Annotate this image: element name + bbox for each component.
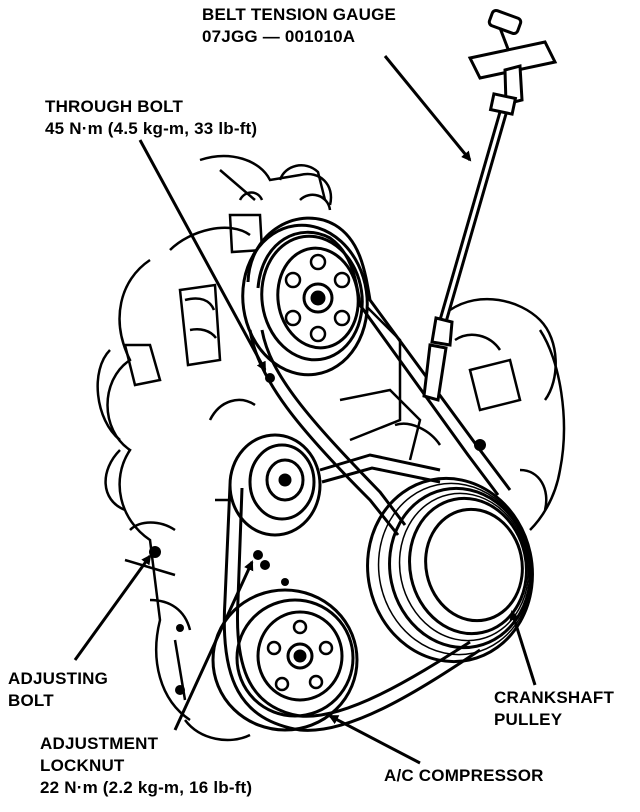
ac-compressor-line1: A/C COMPRESSOR bbox=[384, 766, 544, 785]
belt-tension-gauge-title: BELT TENSION GAUGE bbox=[202, 5, 397, 24]
adjustment-locknut-line1: ADJUSTMENT bbox=[40, 734, 159, 753]
adjustment-locknut-line2: LOCKNUT bbox=[40, 756, 125, 775]
adjusting-bolt-line2: BOLT bbox=[8, 691, 54, 710]
engine-bolts bbox=[149, 373, 486, 695]
crankshaft-pulley-label: CRANKSHAFT PULLEY bbox=[494, 687, 614, 731]
adjusting-bolt-leader bbox=[73, 554, 152, 661]
through-bolt-label: THROUGH BOLT 45 N·m (4.5 kg-m, 33 lb-ft) bbox=[45, 96, 257, 140]
adjustment-locknut-label: ADJUSTMENT LOCKNUT 22 N·m (2.2 kg-m, 16 … bbox=[40, 733, 252, 799]
idler-pulley bbox=[228, 433, 322, 537]
belt-tension-gauge-tool bbox=[422, 8, 558, 402]
through-bolt-torque: 45 N·m (4.5 kg-m, 33 lb-ft) bbox=[45, 119, 258, 138]
engine-block bbox=[96, 154, 566, 742]
crankshaft-leader bbox=[509, 610, 537, 686]
through-bolt-leader bbox=[138, 139, 267, 372]
crankshaft-pulley-line2: PULLEY bbox=[494, 710, 563, 729]
through-bolt-title: THROUGH BOLT bbox=[45, 97, 184, 116]
ac-compressor-label: A/C COMPRESSOR bbox=[384, 765, 544, 787]
locknut-leader bbox=[173, 560, 254, 731]
ac-pulley-holes bbox=[266, 619, 334, 692]
leader-lines bbox=[73, 55, 537, 765]
adjustment-locknut-torque: 22 N·m (2.2 kg-m, 16 lb-ft) bbox=[40, 778, 253, 797]
gauge-leader bbox=[383, 55, 472, 162]
upper-pulley-holes bbox=[284, 253, 351, 343]
adjusting-bolt-label: ADJUSTING BOLT bbox=[8, 668, 108, 712]
ac-compressor-pulley bbox=[211, 588, 359, 732]
belt-tension-gauge-label: BELT TENSION GAUGE 07JGG — 001010A bbox=[202, 4, 396, 48]
ac-compressor-leader bbox=[328, 714, 421, 765]
adjusting-bolt-line1: ADJUSTING bbox=[8, 669, 109, 688]
belt-tension-gauge-part-number: 07JGG — 001010A bbox=[202, 27, 356, 46]
crankshaft-pulley-line1: CRANKSHAFT bbox=[494, 688, 615, 707]
upper-pulley bbox=[241, 223, 369, 377]
